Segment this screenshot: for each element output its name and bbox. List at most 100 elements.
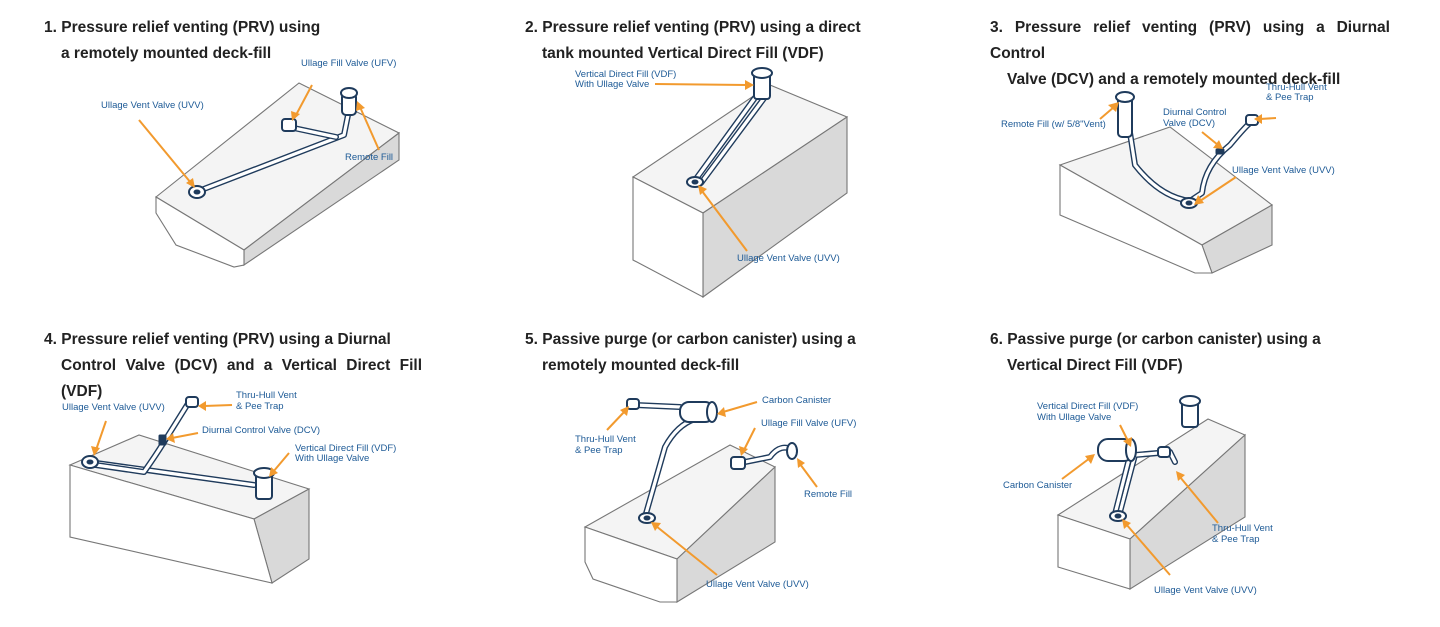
panel-6: 6. Passive purge (or carbon canister) us… [990, 327, 1440, 627]
panel-1-number: 1. [44, 19, 57, 36]
label-thru-hull-line2: & Pee Trap [1266, 92, 1314, 103]
panel-4-diagram [68, 396, 311, 584]
panel-6-diagram [1056, 395, 1247, 590]
fuel-tank [1056, 418, 1247, 590]
arrow-uvv [698, 185, 748, 252]
panel-6-title-line1: Passive purge (or carbon canister) using… [1007, 331, 1321, 348]
arrow-thru-hull [606, 406, 629, 431]
label-thru-hull-line2: & Pee Trap [575, 445, 623, 456]
panel-4-title: 4. Pressure relief venting (PRV) using a… [44, 327, 422, 405]
label-uvv: Ullage Vent Valve (UVV) [1154, 585, 1257, 596]
panel-3: 3. Pressure relief venting (PRV) using a… [990, 15, 1440, 315]
label-vdf-line1: Vertical Direct Fill (VDF) [575, 69, 677, 80]
label-thru-hull-line2: & Pee Trap [236, 401, 284, 412]
thru-hull-vent-part [1157, 446, 1171, 458]
thru-hull-vent-part [185, 396, 199, 408]
vent-hose [1125, 117, 1253, 204]
panel-1-title-line2: a remotely mounted deck-fill [61, 45, 272, 62]
arrow-uvv [1194, 176, 1237, 205]
label-vdf-line1: Vertical Direct Fill (VDF) [295, 443, 397, 454]
label-thru-hull-line1: Thru-Hull Vent [1212, 523, 1273, 534]
panel-5-title-line1: Passive purge (or carbon canister) using… [542, 331, 856, 348]
label-remote-fill: Remote Fill [804, 489, 853, 500]
fuel-tank [583, 444, 776, 603]
panel-6-title-line2: Vertical Direct Fill (VDF) [1007, 357, 1183, 374]
label-remote-fill: Remote Fill (w/ 5/8"Vent) [1001, 119, 1106, 130]
arrow-ufv [291, 84, 313, 121]
panel-4: 4. Pressure relief venting (PRV) using a… [44, 327, 514, 627]
panel-5-title-line2: remotely mounted deck-fill [542, 357, 740, 374]
arrow-vdf [1119, 424, 1132, 447]
arrow-ufv [739, 427, 756, 456]
thru-hull-vent-part [626, 398, 640, 410]
arrow-uvv [91, 420, 107, 456]
label-dcv: Diurnal Control Valve (DCV) [202, 425, 321, 436]
dcv-part [158, 434, 167, 446]
label-thru-hull-line2: & Pee Trap [1212, 534, 1260, 545]
label-dcv-line2: Valve (DCV) [1163, 118, 1216, 129]
arrow-vdf [654, 80, 754, 90]
label-canister: Carbon Canister [1003, 480, 1073, 491]
arrow-canister [1061, 454, 1095, 480]
fuel-tank [155, 82, 401, 268]
arrow-vdf [269, 452, 290, 477]
dcv-part [1215, 148, 1225, 155]
arrow-uvv [138, 119, 195, 188]
label-thru-hull-line1: Thru-Hull Vent [575, 434, 636, 445]
label-uvv: Ullage Vent Valve (UVV) [62, 402, 165, 413]
label-vdf-line2: With Ullage Valve [1037, 412, 1112, 423]
arrow-uvv [651, 522, 718, 576]
label-remote-fill: Remote Fill [345, 152, 394, 163]
panel-5-title: 5. Passive purge (or carbon canister) us… [525, 327, 875, 379]
remote-fill-part [786, 442, 798, 460]
arrow-thru-hull [198, 401, 233, 411]
label-uvv: Ullage Vent Valve (UVV) [737, 253, 840, 264]
panel-1-diagram [138, 82, 401, 268]
label-ufv: Ullage Fill Valve (UFV) [301, 58, 397, 69]
ullage-fill-valve-part [730, 456, 746, 470]
panel-3-title: 3. Pressure relief venting (PRV) using a… [990, 15, 1390, 93]
panel-4-title-line1: Pressure relief venting (PRV) using a Di… [61, 331, 391, 348]
label-thru-hull-line1: Thru-Hull Vent [236, 390, 297, 401]
panel-1: 1. Pressure relief venting (PRV) using a… [44, 15, 514, 315]
label-uvv: Ullage Vent Valve (UVV) [1232, 165, 1335, 176]
label-thru-hull-line1: Thru-Hull Vent [1266, 82, 1327, 93]
panel-4-title-line2: Control Valve (DCV) and a Vertical Direc… [61, 357, 422, 400]
panel-2-title: 2. Pressure relief venting (PRV) using a… [525, 15, 875, 67]
panel-3-number: 3. [990, 19, 1003, 36]
ullage-fill-valve-part [281, 118, 297, 132]
arrow-remote-fill [356, 101, 380, 151]
label-vdf-line1: Vertical Direct Fill (VDF) [1037, 401, 1139, 412]
label-canister: Carbon Canister [762, 395, 832, 406]
vent-hose [1112, 449, 1178, 517]
panel-6-title: 6. Passive purge (or carbon canister) us… [990, 327, 1346, 379]
fuel-tank [68, 434, 311, 584]
arrow-thru-hull [1176, 471, 1219, 524]
label-uvv: Ullage Vent Valve (UVV) [706, 579, 809, 590]
arrow-dcv [166, 432, 199, 443]
label-ufv: Ullage Fill Valve (UFV) [761, 418, 857, 429]
panel-2-title-line2: tank mounted Vertical Direct Fill (VDF) [542, 45, 824, 62]
label-uvv: Ullage Vent Valve (UVV) [101, 100, 204, 111]
panel-3-title-line1: Pressure relief venting (PRV) using a Di… [990, 19, 1390, 62]
fuel-tank [1058, 126, 1273, 274]
panel-5-number: 5. [525, 331, 538, 348]
arrow-dcv [1201, 131, 1223, 149]
arrow-remote-fill [797, 458, 818, 488]
arrow-canister [717, 401, 758, 417]
panel-2: 2. Pressure relief venting (PRV) using a… [525, 15, 995, 315]
panel-2-diagram [631, 67, 849, 299]
panel-2-number: 2. [525, 19, 538, 36]
panel-1-title-line1: Pressure relief venting (PRV) using [61, 19, 321, 36]
panel-4-number: 4. [44, 331, 57, 348]
label-vdf-line2: With Ullage Valve [575, 79, 650, 90]
label-dcv-line1: Diurnal Control [1163, 107, 1227, 118]
panel-2-title-line1: Pressure relief venting (PRV) using a di… [542, 19, 861, 36]
label-vdf-line2: With Ullage Valve [295, 453, 370, 464]
arrow-uvv [1122, 519, 1171, 576]
panel-3-title-line2: Valve (DCV) and a remotely mounted deck-… [1007, 71, 1341, 88]
panel-6-number: 6. [990, 331, 1003, 348]
panel-5: 5. Passive purge (or carbon canister) us… [525, 327, 995, 627]
panel-1-title: 1. Pressure relief venting (PRV) using a… [44, 15, 404, 67]
vent-hose [690, 92, 768, 186]
